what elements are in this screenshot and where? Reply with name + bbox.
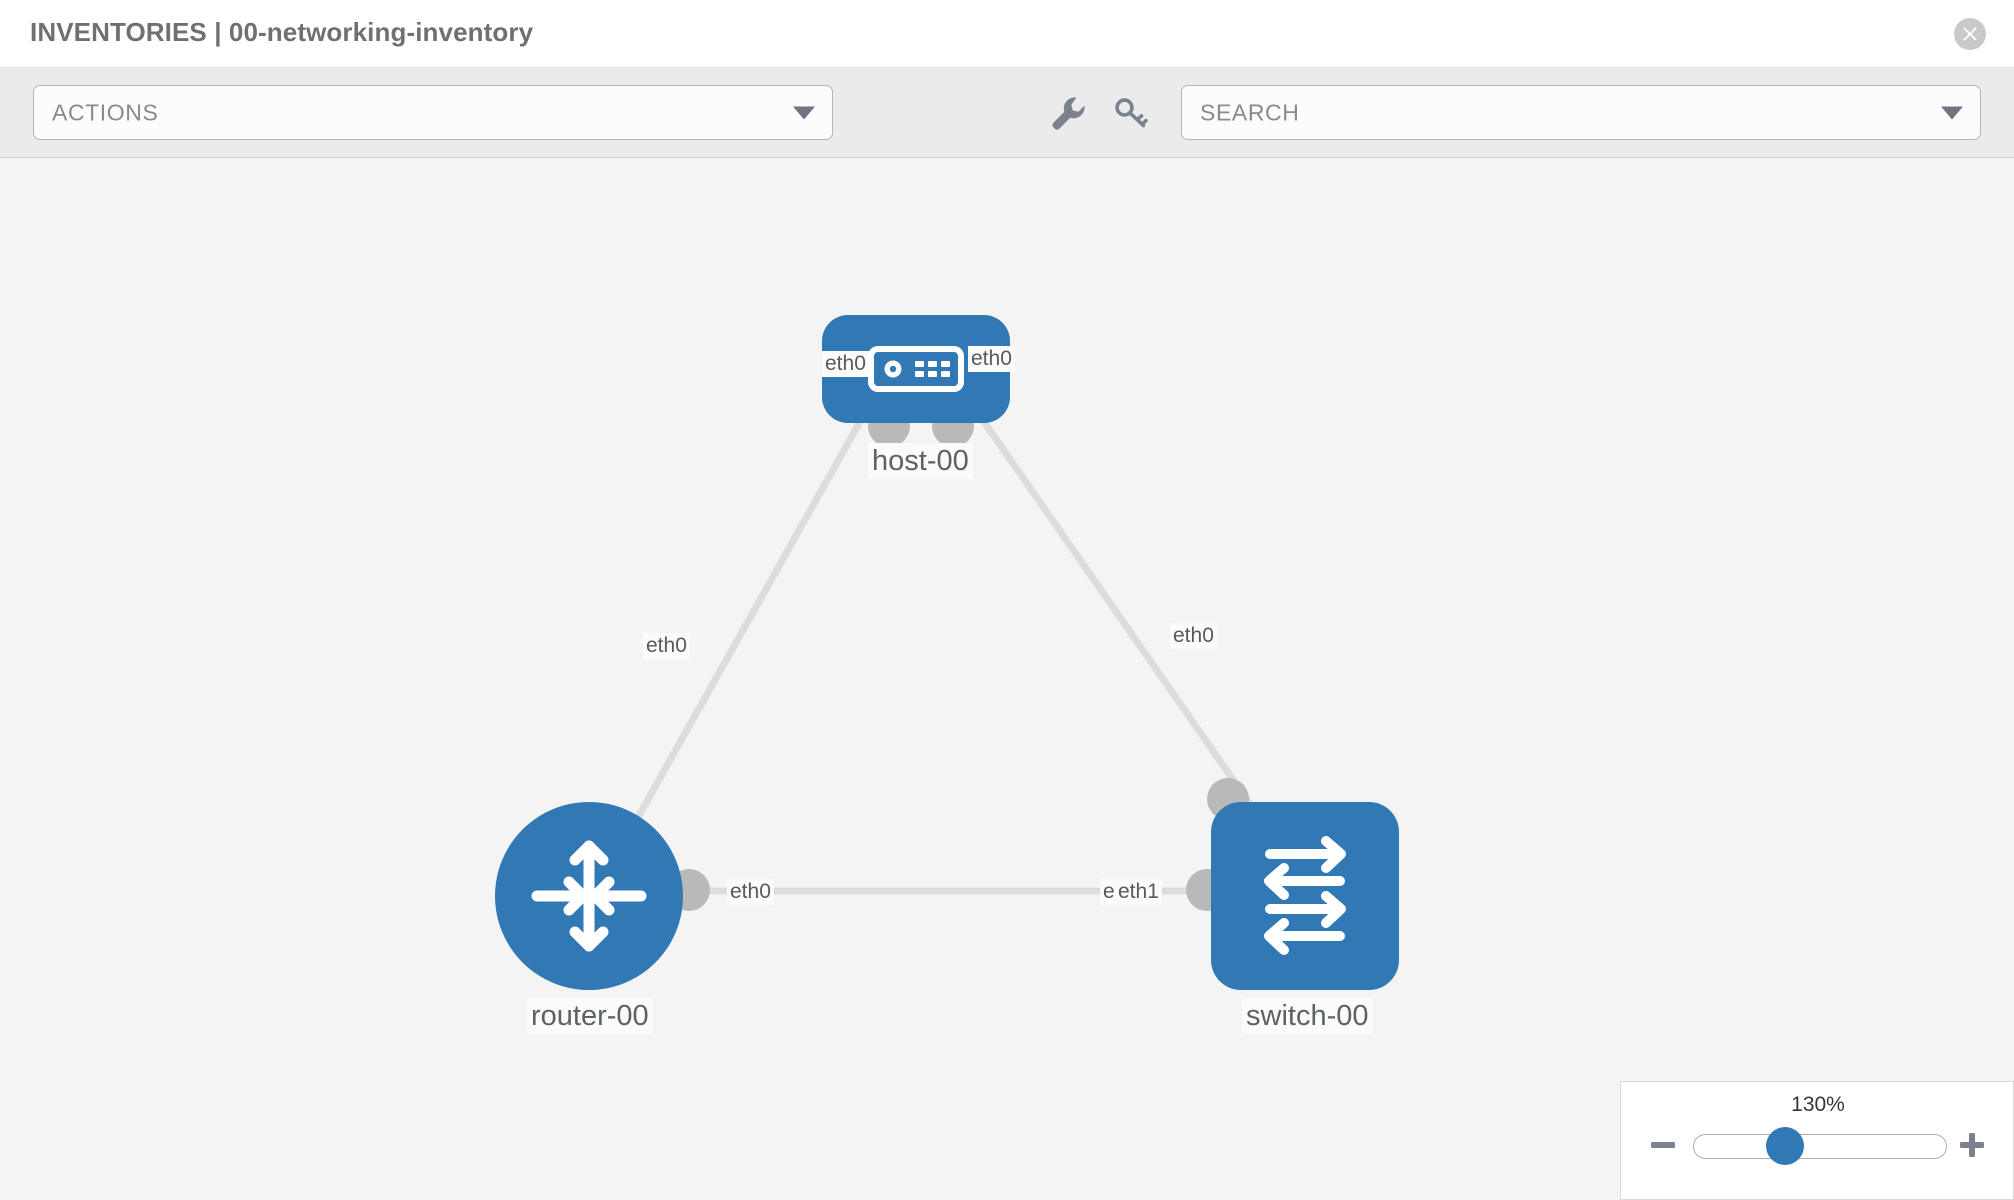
node-switch-00[interactable] [1211, 802, 1399, 990]
page-header: INVENTORIES | 00-networking-inventory [0, 0, 2014, 68]
link-host-router [601, 368, 893, 878]
actions-dropdown[interactable]: ACTIONS [33, 85, 833, 140]
minus-icon[interactable] [1648, 1130, 1678, 1160]
key-icon[interactable] [1110, 92, 1152, 134]
edge-label-switch-up: eth0 [1170, 623, 1217, 649]
wrench-icon[interactable] [1046, 92, 1088, 134]
toolbar: ACTIONS SEARCH [0, 68, 2014, 158]
zoom-level-value: 130% [1791, 1093, 1845, 1116]
edge-label-router-right: eth0 [727, 879, 774, 905]
zoom-slider-thumb[interactable] [1766, 1127, 1804, 1165]
node-label-switch-00: switch-00 [1242, 998, 1373, 1034]
topology-canvas[interactable]: eth0 eth0 eth0 eth0 eth0 eth0 eth1 host-… [0, 158, 2014, 1200]
edge-label-host-right: eth0 [968, 346, 1015, 372]
plus-icon[interactable] [1957, 1130, 1987, 1160]
page-title: INVENTORIES | 00-networking-inventory [30, 17, 534, 47]
zoom-control-panel: 130% [1620, 1081, 2014, 1200]
topology-links [600, 368, 1303, 895]
search-input-placeholder: SEARCH [1200, 99, 1300, 125]
zoom-slider[interactable] [1693, 1134, 1947, 1159]
node-router-00[interactable] [495, 802, 683, 990]
edge-label-host-left: eth0 [822, 351, 869, 377]
chevron-down-icon [1941, 106, 1963, 119]
chevron-down-icon [793, 106, 815, 119]
node-label-host-00: host-00 [868, 443, 973, 479]
edge-label-switch-left: eth1 [1115, 879, 1162, 905]
edge-label-router-up: eth0 [643, 633, 690, 659]
search-dropdown[interactable]: SEARCH [1181, 85, 1981, 140]
node-label-router-00: router-00 [527, 998, 653, 1034]
close-icon[interactable] [1954, 18, 1986, 50]
actions-dropdown-label: ACTIONS [52, 99, 159, 125]
